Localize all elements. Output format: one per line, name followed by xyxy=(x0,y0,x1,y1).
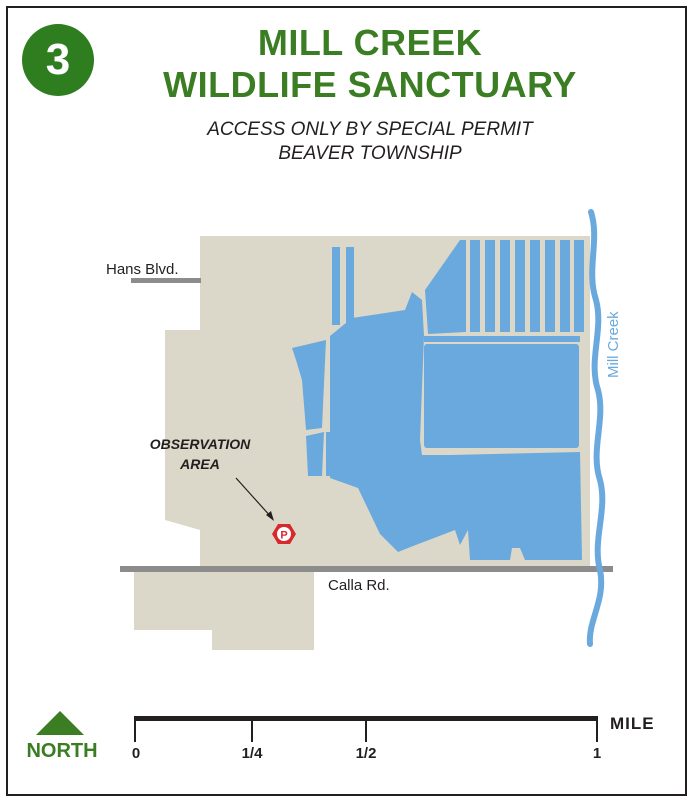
subtitle-line-2: BEAVER TOWNSHIP xyxy=(278,143,462,164)
small-pond xyxy=(326,432,344,476)
north-label: NORTH xyxy=(26,740,98,762)
calla-rd-road xyxy=(120,566,613,572)
observation-pointer-line xyxy=(235,477,273,519)
pond-strip xyxy=(574,240,584,332)
parking-icon-letter: P xyxy=(280,530,287,542)
pond-strip xyxy=(424,336,580,342)
pond-strip xyxy=(332,247,340,325)
scale-tick-label-1: 1 xyxy=(592,745,602,762)
calla-rd-label: Calla Rd. xyxy=(328,577,390,594)
parking-icon: P xyxy=(272,524,296,544)
title-line-1: MILL CREEK xyxy=(257,22,483,63)
observation-pointer-arrowhead xyxy=(266,511,274,521)
mill-creek-stream xyxy=(586,209,606,647)
pond-strip xyxy=(485,240,495,332)
main-pond xyxy=(330,292,582,560)
scale-tick-label-half: 1/2 xyxy=(355,745,377,762)
scale-tick-label-quarter: 1/4 xyxy=(241,745,263,762)
small-pond xyxy=(306,432,324,476)
north-pond xyxy=(425,240,466,334)
observation-label-line-1: OBSERVATION xyxy=(150,436,251,452)
pond-strip xyxy=(545,240,555,332)
west-pond xyxy=(292,340,326,430)
map-title: MILL CREEK WILDLIFE SANCTUARY xyxy=(120,22,620,106)
pond-strip xyxy=(560,240,570,332)
pond-strip xyxy=(515,240,525,332)
hans-blvd-label: Hans Blvd. xyxy=(106,261,179,278)
scale-tick-0 xyxy=(134,716,136,742)
scale-tick-label-0: 0 xyxy=(131,745,141,762)
pond-strip xyxy=(346,247,354,325)
pond-strip xyxy=(470,240,480,332)
title-line-2: WILDLIFE SANCTUARY xyxy=(163,64,577,105)
scale-tick-1 xyxy=(596,716,598,742)
subtitle-line-1: ACCESS ONLY BY SPECIAL PERMIT xyxy=(207,119,533,140)
scale-bar xyxy=(134,716,598,742)
scale-tick-half xyxy=(365,716,367,742)
observation-label-line-2: AREA xyxy=(179,456,220,472)
mill-creek-label: Mill Creek xyxy=(605,311,622,378)
scale-tick-quarter xyxy=(251,716,253,742)
scale-unit-label: MILE xyxy=(610,714,655,733)
map-subtitle: ACCESS ONLY BY SPECIAL PERMIT BEAVER TOW… xyxy=(120,118,620,166)
north-arrow-icon xyxy=(36,711,84,735)
pond-strip xyxy=(530,240,540,332)
map-number-badge: 3 xyxy=(22,24,94,96)
pond-strip xyxy=(500,240,510,332)
hans-blvd-road xyxy=(131,278,201,283)
east-pond xyxy=(424,344,579,448)
wetland-ponds xyxy=(292,240,584,560)
